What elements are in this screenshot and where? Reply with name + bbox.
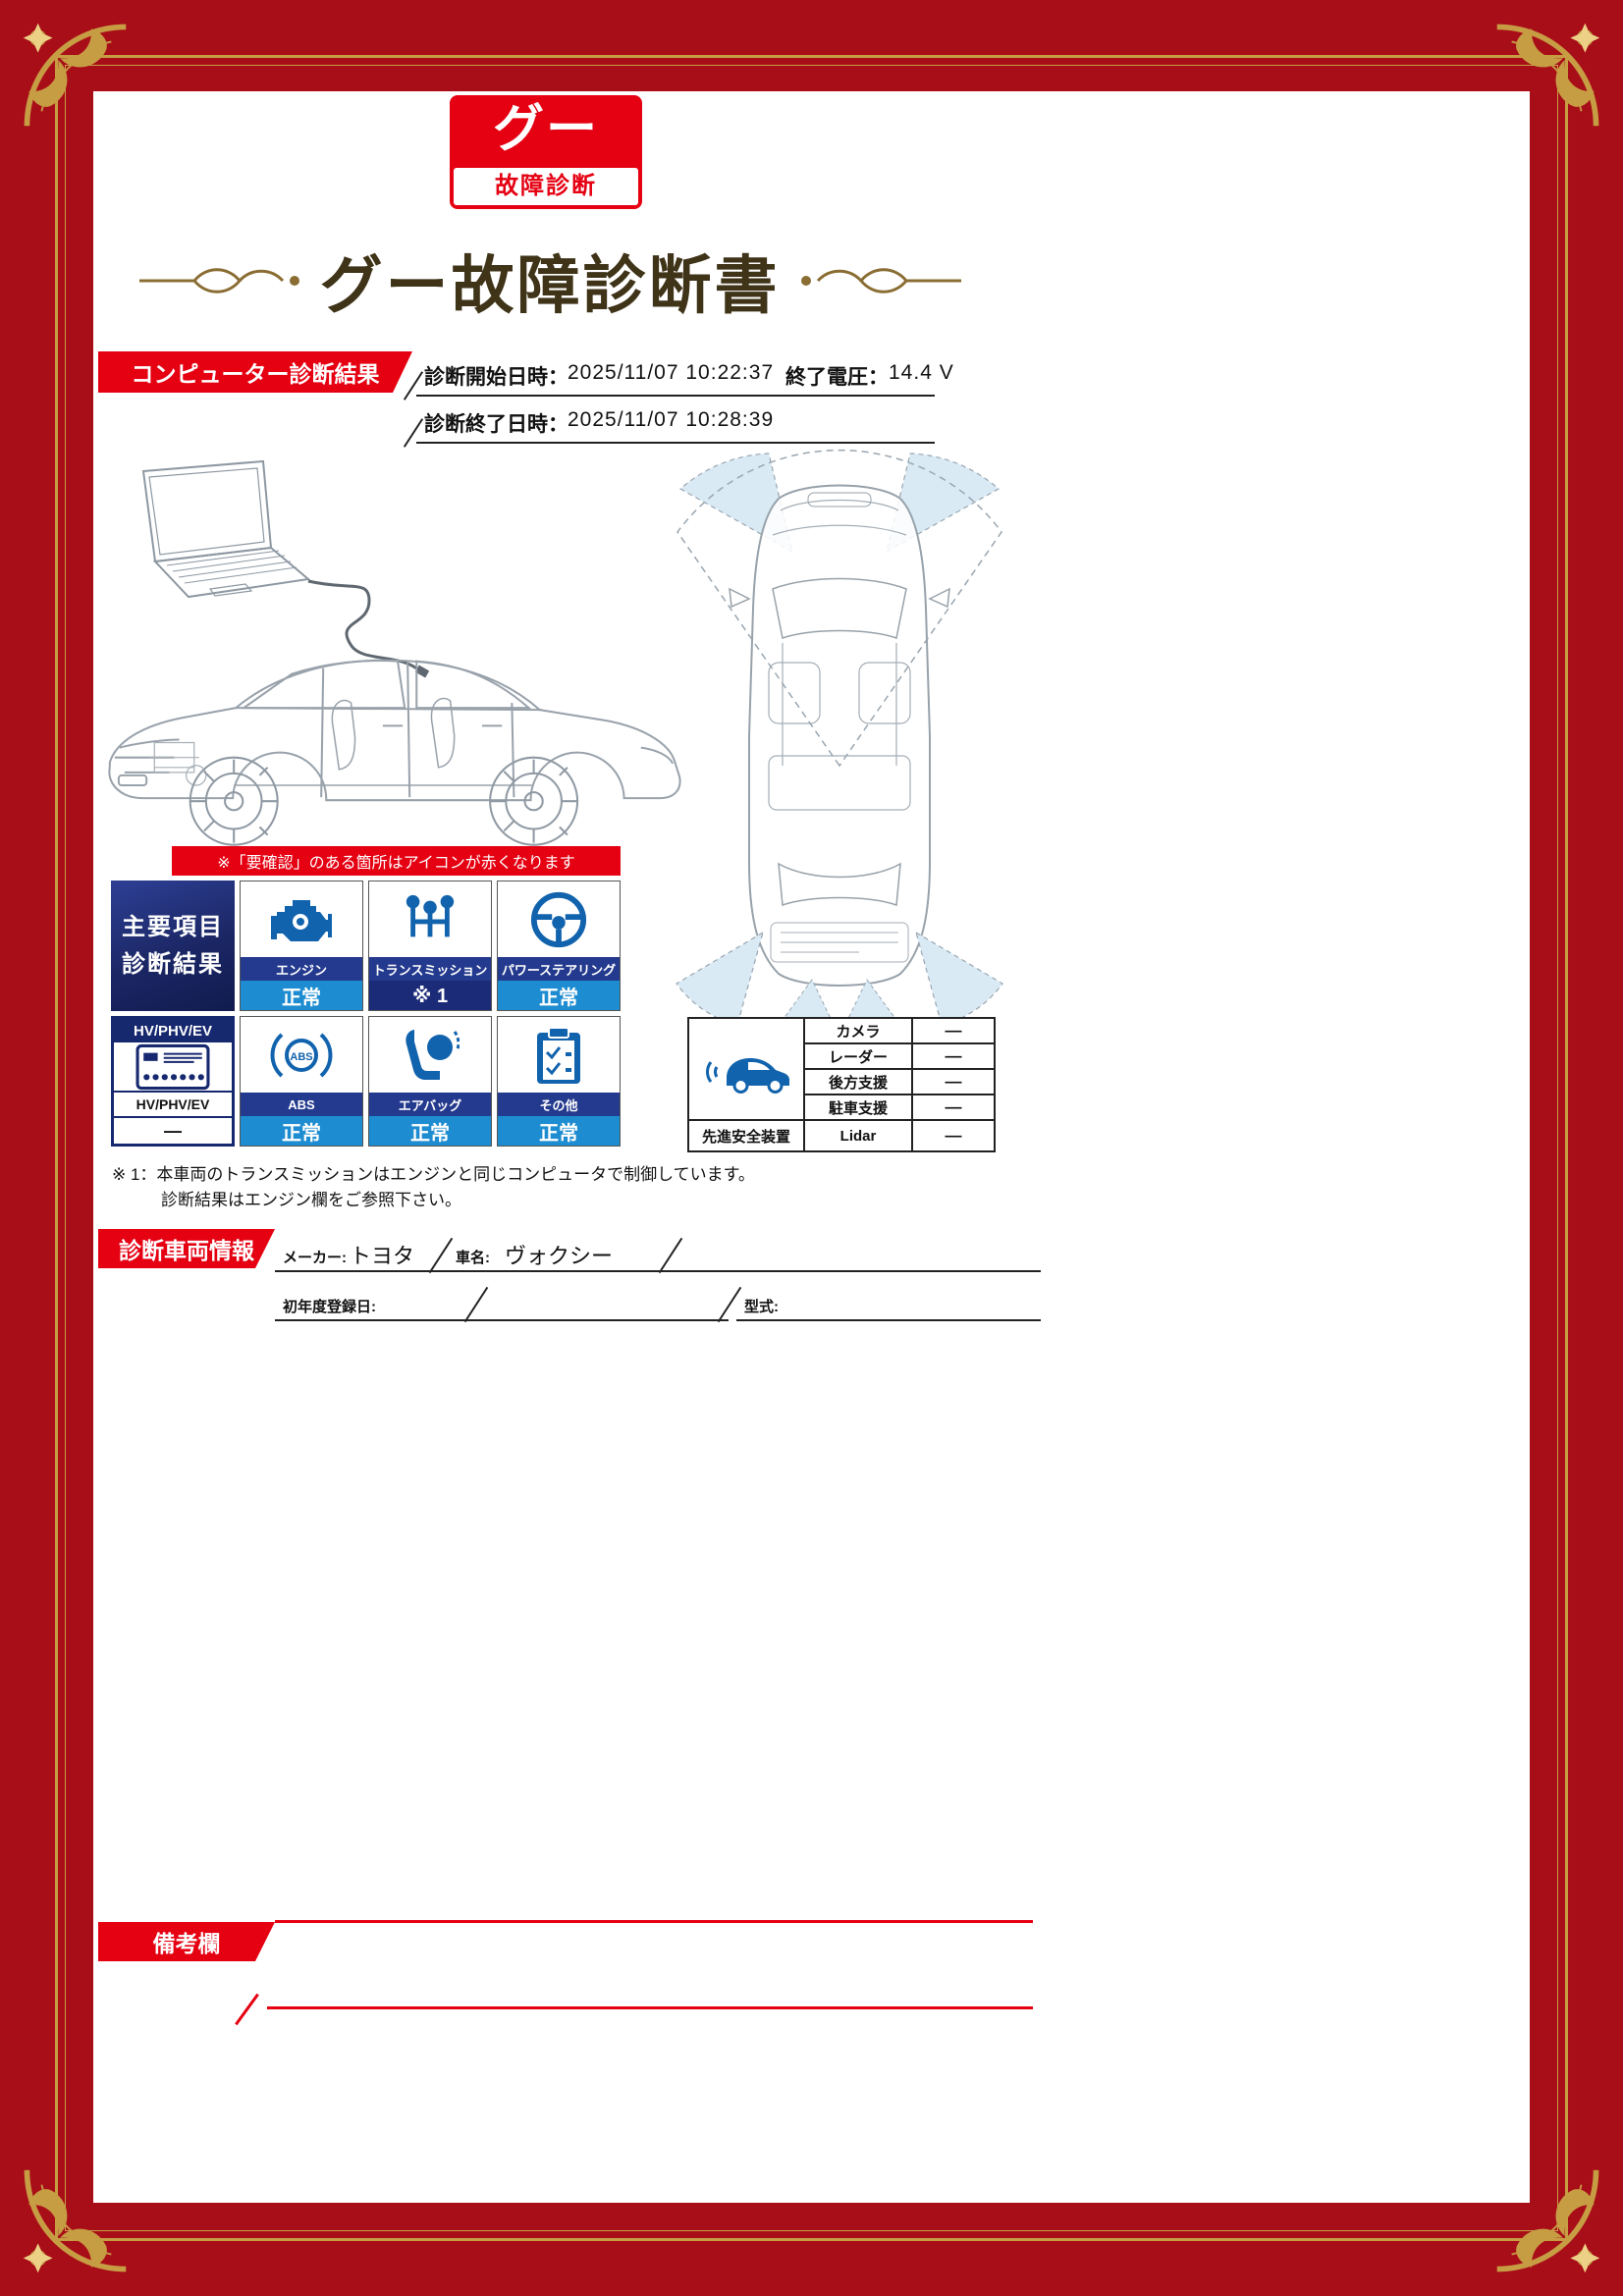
checklist-clipboard-icon: [498, 1017, 620, 1093]
model-underline: [736, 1319, 1041, 1321]
advanced-safety-label: 先進安全装置: [688, 1120, 804, 1151]
diagnosis-start-value: 2025/11/07 10:22:37: [568, 361, 775, 384]
hv-tile-label: HV/PHV/EV: [114, 1091, 232, 1116]
svg-text:ABS: ABS: [290, 1051, 312, 1063]
safety-row-value: —: [912, 1069, 995, 1095]
safety-row-name: カメラ: [804, 1018, 912, 1043]
tile-status: ※ 1: [369, 981, 491, 1010]
tile-label: エンジン: [241, 957, 362, 981]
tile-label: パワーステアリング: [498, 957, 620, 981]
transmission-icon: [369, 881, 491, 957]
tile-label: エアバッグ: [369, 1093, 491, 1116]
remarks-bottom-line: [267, 2006, 1033, 2009]
safety-row-value: —: [912, 1018, 995, 1043]
main-results-line1: 主要項目: [122, 914, 224, 941]
maker-label: メーカー:: [283, 1250, 347, 1266]
diagnosis-end-value: 2025/11/07 10:28:39: [568, 408, 775, 431]
tile-status: 正常: [241, 1116, 362, 1146]
title-flourish-right-icon: [800, 268, 961, 294]
corner-ornament-icon: [1496, 23, 1600, 127]
tile-label: ABS: [241, 1093, 362, 1116]
diagnostic-tile-other: その他 正常: [497, 1016, 621, 1147]
corner-ornament-icon: [23, 2169, 127, 2273]
page-title: グー故障診断書: [319, 250, 781, 321]
remarks-banner: 備考欄: [98, 1922, 275, 1961]
car-name-value: ヴォクシー: [505, 1244, 614, 1268]
header-divider-line: [416, 442, 935, 444]
safety-row-name: 後方支援: [804, 1069, 912, 1095]
footnote-line2: 診断結果はエンジン欄をご参照下さい。: [161, 1191, 461, 1209]
safety-row-value: —: [912, 1095, 995, 1120]
diagnostic-tile-power-steering: パワーステアリング 正常: [497, 881, 621, 1011]
safety-car-icon: [688, 1018, 804, 1120]
steering-wheel-icon: [498, 881, 620, 957]
corner-ornament-icon: [23, 23, 127, 127]
advanced-safety-table: カメラ — レーダー — 後方支援 — 駐車支援 — 先進安全装置 Lidar …: [687, 1017, 996, 1152]
computer-diagnosis-banner: コンピューター診断結果: [98, 351, 412, 393]
diagnostic-tile-hv: HV/PHV/EV HV/PHV/EV —: [111, 1016, 235, 1147]
tile-label: その他: [498, 1093, 620, 1116]
vehicle-info-underline: [275, 1270, 1041, 1272]
attention-notice: ※「要確認」のある箇所はアイコンが赤くなります: [172, 846, 621, 876]
car-side-view-illustration: [108, 659, 681, 846]
safety-row-value: —: [912, 1043, 995, 1069]
diagnosis-end-label: 診断終了日時：: [424, 413, 568, 436]
safety-row-value: —: [912, 1120, 995, 1151]
document-title-row: グー故障診断書: [137, 234, 962, 328]
diagnostic-tile-transmission: トランスミッション ※ 1: [368, 881, 492, 1011]
header-divider-line: [416, 395, 935, 397]
tile-status: 正常: [498, 981, 620, 1010]
end-voltage-value: 14.4 V: [889, 361, 954, 384]
end-voltage-label: 終了電圧：: [785, 366, 889, 389]
airbag-icon: [369, 1017, 491, 1093]
safety-row-name: Lidar: [804, 1120, 912, 1151]
diagnostic-tile-engine: エンジン 正常: [240, 881, 363, 1011]
diagnostic-tile-airbag: エアバッグ 正常: [368, 1016, 492, 1147]
diagnostic-tile-abs: ABS ABS 正常: [240, 1016, 363, 1147]
title-flourish-left-icon: [138, 268, 299, 294]
hv-tile-status: —: [114, 1116, 232, 1144]
main-results-panel: 主要項目 診断結果: [111, 881, 235, 1011]
hv-device-icon: [114, 1042, 232, 1091]
abs-icon: ABS: [241, 1017, 362, 1093]
safety-row-name: レーダー: [804, 1043, 912, 1069]
safety-row-name: 駐車支援: [804, 1095, 912, 1120]
tile-status: 正常: [369, 1116, 491, 1146]
tile-status: 正常: [241, 981, 362, 1010]
frame-gold-line-inner: [65, 65, 1558, 2231]
tile-status: 正常: [498, 1116, 620, 1146]
engine-icon: [241, 881, 362, 957]
footnote-line1: ※ 1：本車両のトランスミッションはエンジンと同じコンピュータで制御しています。: [112, 1165, 755, 1184]
vehicle-info-banner: 診断車両情報: [98, 1229, 275, 1268]
remarks-top-line: [275, 1920, 1033, 1923]
corner-ornament-icon: [1496, 2169, 1600, 2273]
car-name-label: 車名:: [456, 1250, 490, 1266]
tile-label: トランスミッション: [369, 957, 491, 981]
car-top-view-sensors-illustration: [676, 449, 1003, 1031]
main-results-line2: 診断結果: [122, 950, 224, 978]
hv-tile-header: HV/PHV/EV: [114, 1019, 232, 1042]
first-registration-label: 初年度登録日:: [283, 1299, 376, 1315]
model-code-label: 型式:: [744, 1299, 779, 1315]
goo-logo-subtitle: 故障診断: [454, 168, 638, 205]
diagnosis-start-label: 診断開始日時：: [424, 366, 568, 389]
maker-value: トヨタ: [350, 1244, 415, 1268]
registration-underline: [275, 1319, 729, 1321]
diagnostic-laptop-illustration: [141, 459, 430, 678]
goo-logo: グー 故障診断: [450, 95, 642, 209]
goo-logo-brand: グー: [492, 101, 599, 158]
frame-gold-line: [55, 55, 1568, 2241]
